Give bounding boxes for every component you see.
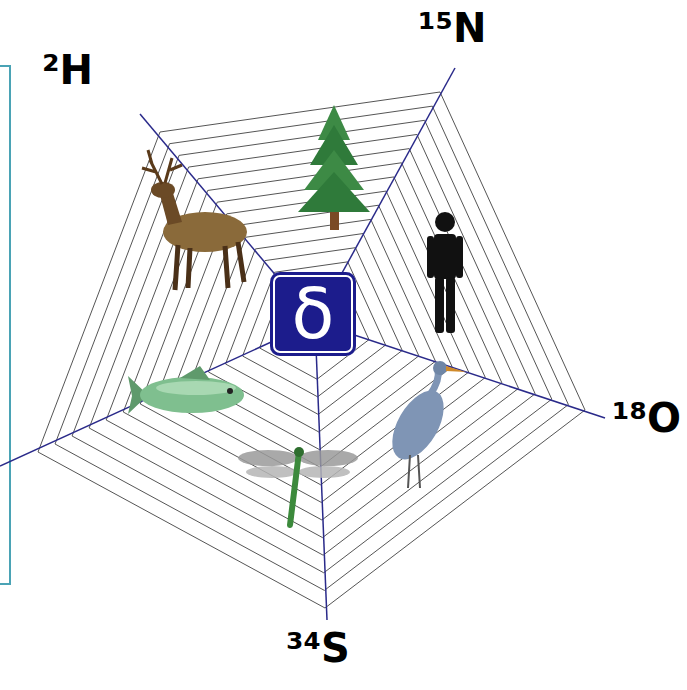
- web-ring: [89, 134, 535, 555]
- isotope-label: ²H: [42, 50, 93, 90]
- heron-picture: [382, 361, 466, 488]
- web-ring: [106, 149, 518, 538]
- tree-picture: [298, 105, 370, 230]
- axis-line: [0, 322, 315, 466]
- side-panel: [0, 66, 10, 584]
- delta-box: δ: [270, 272, 356, 356]
- axis-line: [315, 322, 605, 418]
- web-ring: [72, 120, 552, 572]
- fish-picture: [128, 366, 244, 414]
- dragonfly-picture: [238, 447, 358, 525]
- web-ring: [55, 106, 568, 590]
- web-ring: [243, 262, 386, 397]
- delta-symbol: δ: [292, 279, 335, 349]
- axes: [0, 68, 605, 620]
- isotope-label: ¹⁸O: [612, 398, 681, 438]
- web-ring: [157, 191, 468, 485]
- web-ring: [38, 92, 585, 608]
- web-ring: [226, 248, 403, 415]
- human-figure: [427, 212, 463, 333]
- isotope-label: ¹⁵N: [418, 8, 487, 48]
- elk-picture: [142, 150, 247, 290]
- web-rings: [38, 92, 585, 608]
- web-ring: [123, 163, 502, 520]
- isotope-label: ³⁴S: [286, 628, 350, 668]
